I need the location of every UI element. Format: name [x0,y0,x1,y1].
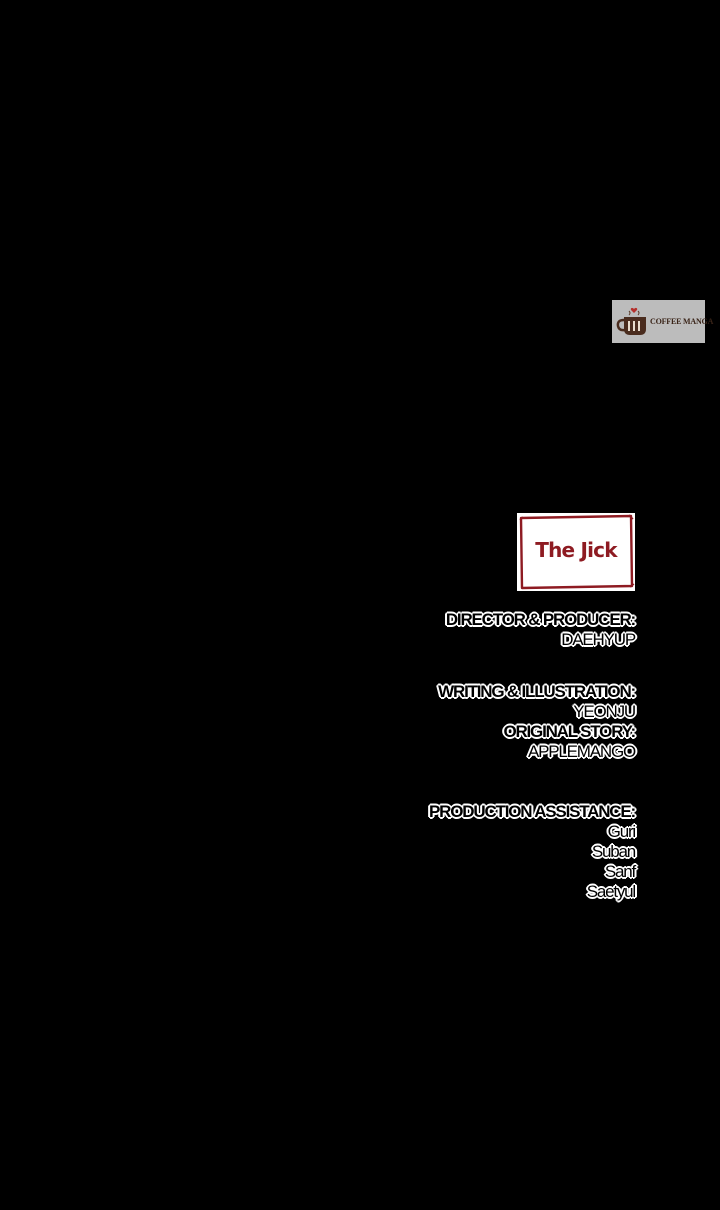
watermark-text: COFFEE MANGA [650,317,714,326]
coffee-manga-watermark: COFFEE MANGA [612,300,713,343]
original-story-name: APPLEMANGO [527,742,636,761]
assistant-name: Saetyul [586,882,637,901]
director-name: DAEHYUP [561,630,636,649]
title-card-frame [517,513,635,591]
original-story-label: ORIGINAL STORY: [503,722,636,741]
director-label: DIRECTOR & PRODUCER: [445,610,636,629]
writing-label: WRITING & ILLUSTRATION: [438,682,636,701]
assistant-name: Sanf [604,862,636,881]
credits-block: DIRECTOR & PRODUCER: DAEHYUP WRITING & I… [315,610,637,902]
series-title-card: The Jick [517,513,635,591]
assistant-name: Suban [591,842,636,861]
coffee-cup-icon [616,307,646,335]
production-assistance-label: PRODUCTION ASSISTANCE: [429,802,636,821]
assistant-name: Guri [607,822,637,841]
series-title: The Jick [535,538,617,562]
writing-name: YEONJU [573,702,636,721]
